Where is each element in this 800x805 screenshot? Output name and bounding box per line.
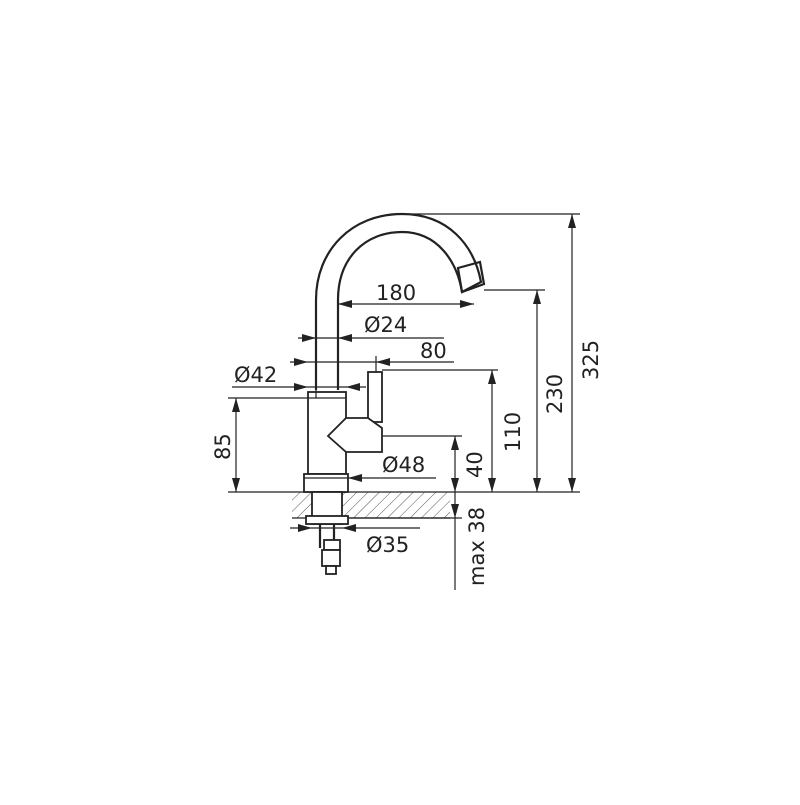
dim-spout-reach: 180 xyxy=(376,281,416,305)
lever-handle xyxy=(367,371,383,423)
dim-body-height: 85 xyxy=(211,433,235,460)
spout xyxy=(314,212,483,390)
mounting-kit xyxy=(305,491,349,575)
dim-max-deck-thickness: max 38 xyxy=(465,507,489,586)
dim-base-diameter: Ø48 xyxy=(382,453,425,477)
dimension-lines xyxy=(228,213,580,590)
dim-base-height: 40 xyxy=(463,451,487,478)
dim-body-diameter: Ø42 xyxy=(234,363,277,387)
base-ring xyxy=(303,473,349,493)
countertop xyxy=(228,491,580,519)
dim-hole-diameter: Ø35 xyxy=(366,533,409,557)
dim-spout-outlet-height: 230 xyxy=(543,374,567,414)
dim-total-height: 325 xyxy=(579,340,603,380)
spout-outlet xyxy=(456,260,486,294)
dim-lever-height: 110 xyxy=(501,412,525,452)
faucet xyxy=(303,212,486,575)
dim-lever-offset: 80 xyxy=(420,339,447,363)
dim-spout-diameter: Ø24 xyxy=(364,313,407,337)
mixer-cartridge xyxy=(326,417,383,453)
